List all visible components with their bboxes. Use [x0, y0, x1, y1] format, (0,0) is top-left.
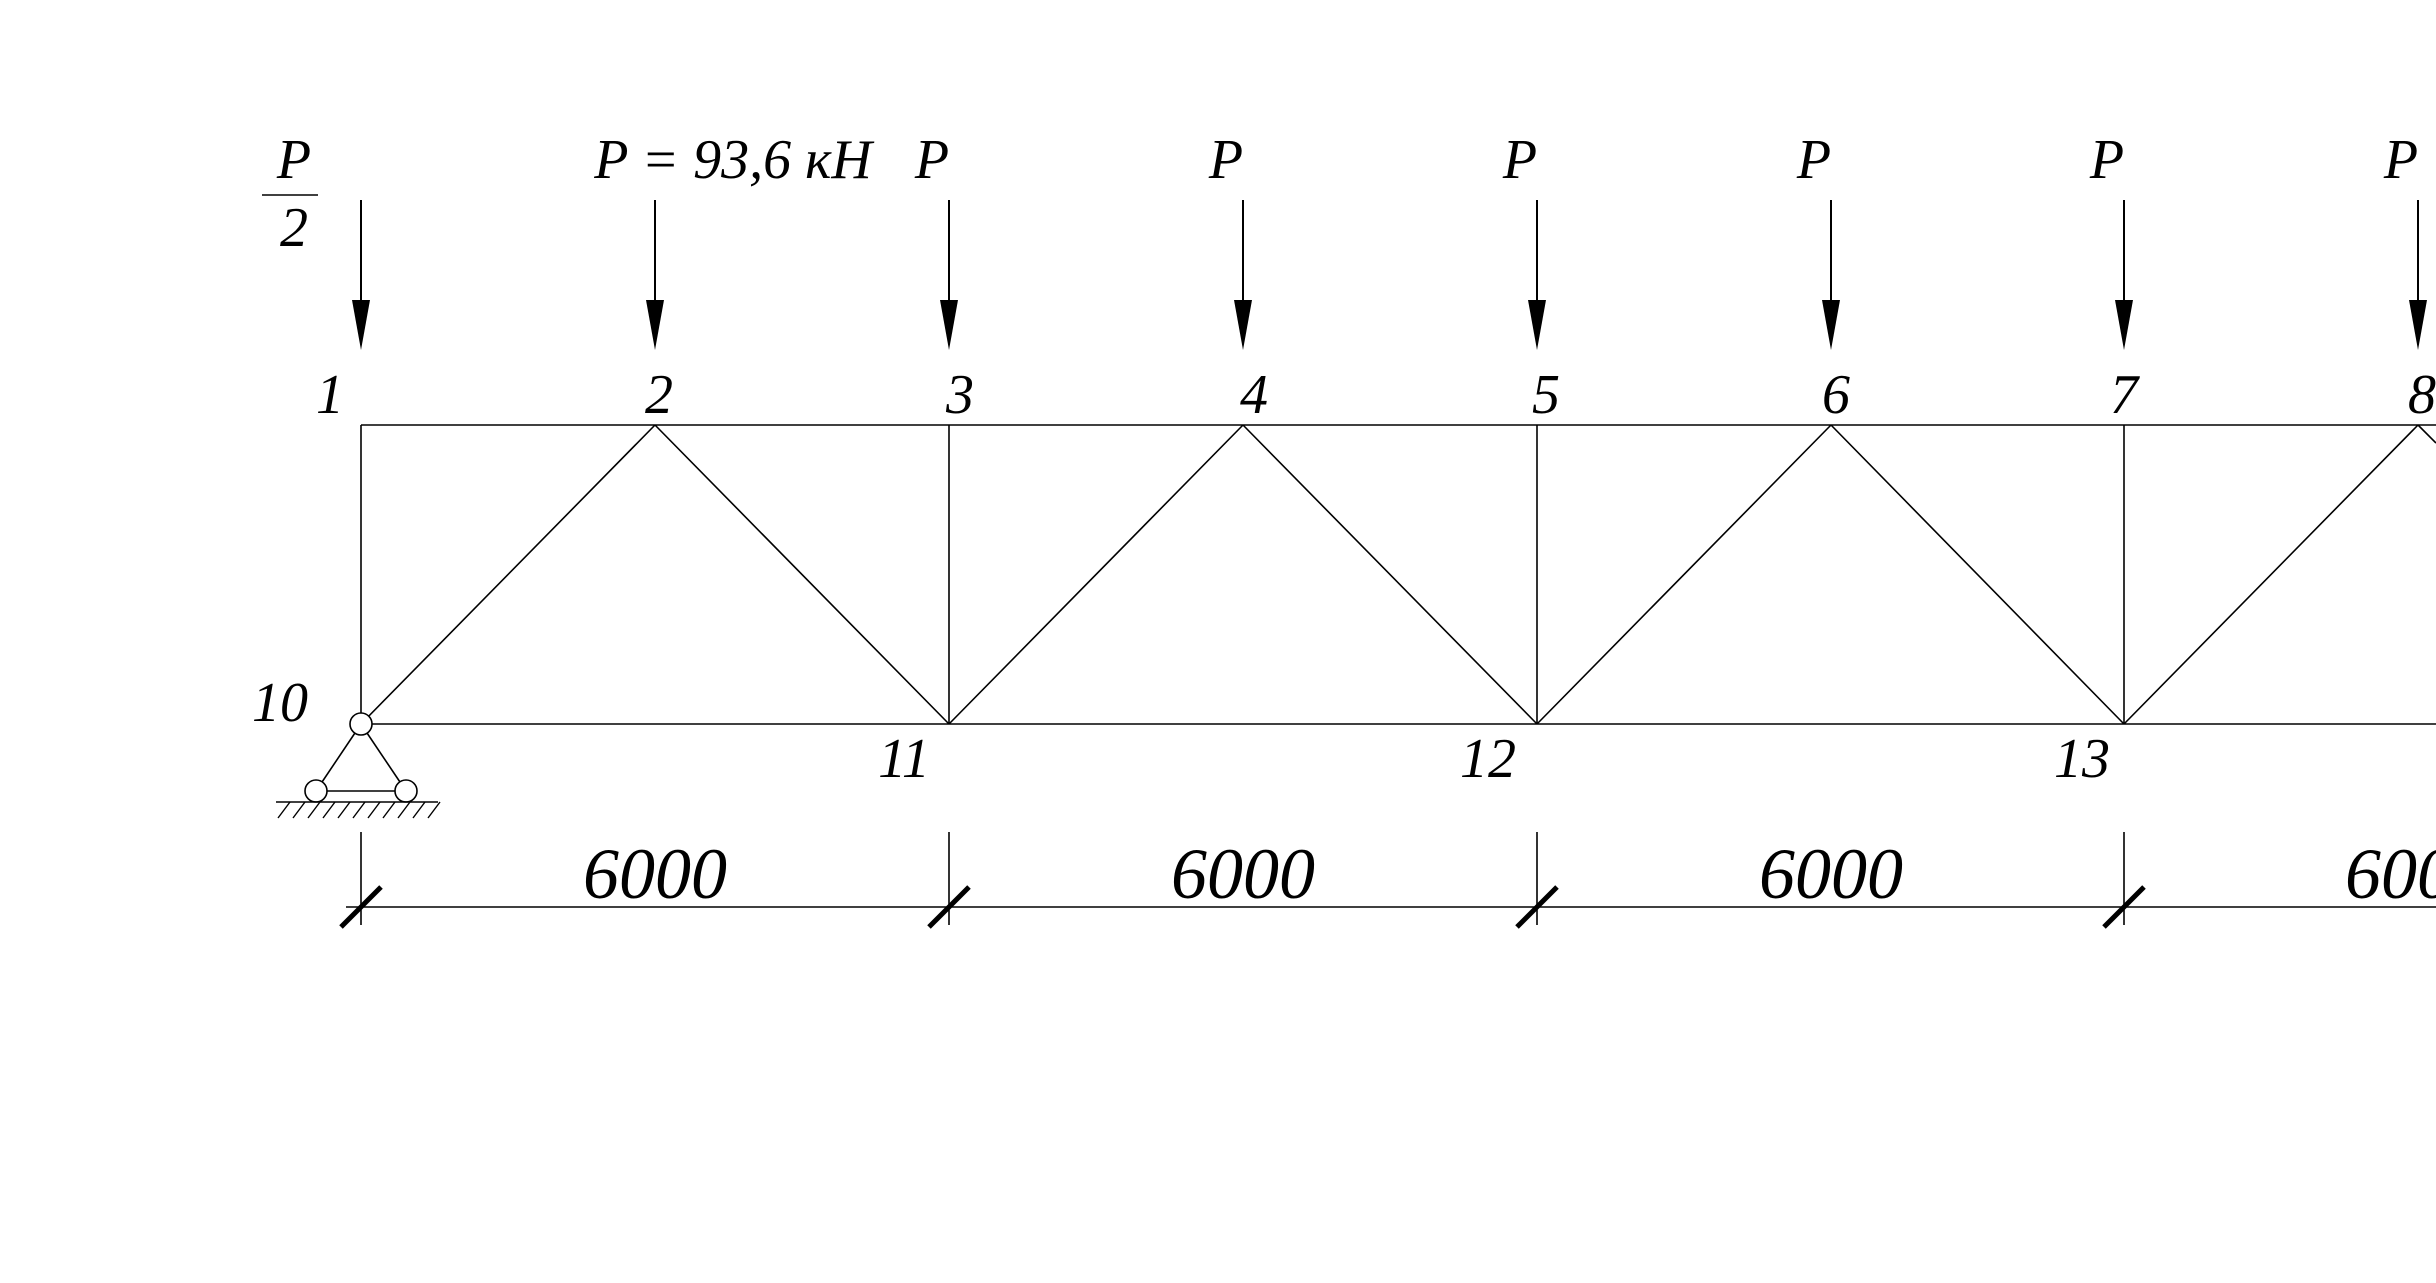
- diagonal-4-12: [1242, 424, 1538, 725]
- diagonal-2-11: [654, 424, 950, 725]
- dimension-label-1: 6000: [583, 834, 727, 914]
- diagonal-12-6: [1536, 424, 1832, 725]
- node-label-6: 6: [1822, 364, 1850, 426]
- load-arrow-2: [646, 200, 664, 350]
- load-arrows: [352, 200, 2427, 350]
- dimension-label-3: 6000: [1759, 834, 1903, 914]
- diagonal-6-13: [1830, 424, 2125, 725]
- diagonal-10-2: [360, 424, 656, 725]
- load-arrow-6: [1822, 200, 1840, 350]
- node-label-12: 12: [1460, 728, 1516, 790]
- node-label-8: 8: [2408, 364, 2436, 426]
- dimension-tick-2: [927, 885, 971, 929]
- support-roller-left: [304, 779, 328, 803]
- load-arrow-5: [1528, 200, 1546, 350]
- node-label-1: 1: [316, 364, 344, 426]
- node-label-10: 10: [252, 672, 308, 734]
- load-label-5: P: [1502, 129, 1537, 191]
- pin-support: [276, 712, 441, 819]
- load-arrow-4: [1234, 200, 1252, 350]
- node-label-5: 5: [1532, 364, 1560, 426]
- load-label-8: P: [2383, 129, 2418, 191]
- load-arrow-7: [2115, 200, 2133, 350]
- load-label-7: P: [2089, 129, 2124, 191]
- load-labels: P 2 P = 93,6 кН P P P P P P: [262, 129, 2418, 259]
- diagonal-13-8: [2123, 424, 2419, 725]
- node-labels: 1 2 3 4 5 6 7 8 10 11 12 13: [252, 364, 2436, 790]
- diagonal-11-4: [948, 424, 1244, 725]
- dimension-tick-1: [339, 885, 383, 929]
- support-leg-left: [315, 723, 362, 792]
- load-half-numerator: P: [276, 129, 311, 191]
- load-label-3: P: [914, 129, 949, 191]
- load-label-4: P: [1208, 129, 1243, 191]
- dimension-tick-4: [2102, 885, 2146, 929]
- load-arrow-3: [940, 200, 958, 350]
- node-label-7: 7: [2110, 364, 2140, 426]
- diagonal-8-next: [2417, 424, 2436, 444]
- load-half-denominator: 2: [280, 197, 308, 259]
- dimension-label-4: 6000: [2345, 834, 2436, 914]
- dimension-tick-3: [1515, 885, 1559, 929]
- truss-members: [360, 424, 2436, 725]
- node-label-3: 3: [945, 364, 974, 426]
- support-leg-right: [360, 723, 407, 792]
- support-hinge: [349, 712, 373, 736]
- load-label-6: P: [1796, 129, 1831, 191]
- dimension-line: 6000 6000 6000 6000: [339, 832, 2436, 929]
- node-label-13: 13: [2054, 728, 2110, 790]
- load-main-label: P = 93,6 кН: [593, 129, 874, 191]
- support-roller-right: [394, 779, 418, 803]
- load-arrow-8: [2409, 200, 2427, 350]
- node-label-2: 2: [645, 364, 673, 426]
- dimension-label-2: 6000: [1171, 834, 1315, 914]
- node-label-11: 11: [878, 728, 930, 790]
- ground-hatching: [277, 801, 441, 819]
- load-arrow-1: [352, 200, 370, 350]
- node-label-4: 4: [1240, 364, 1268, 426]
